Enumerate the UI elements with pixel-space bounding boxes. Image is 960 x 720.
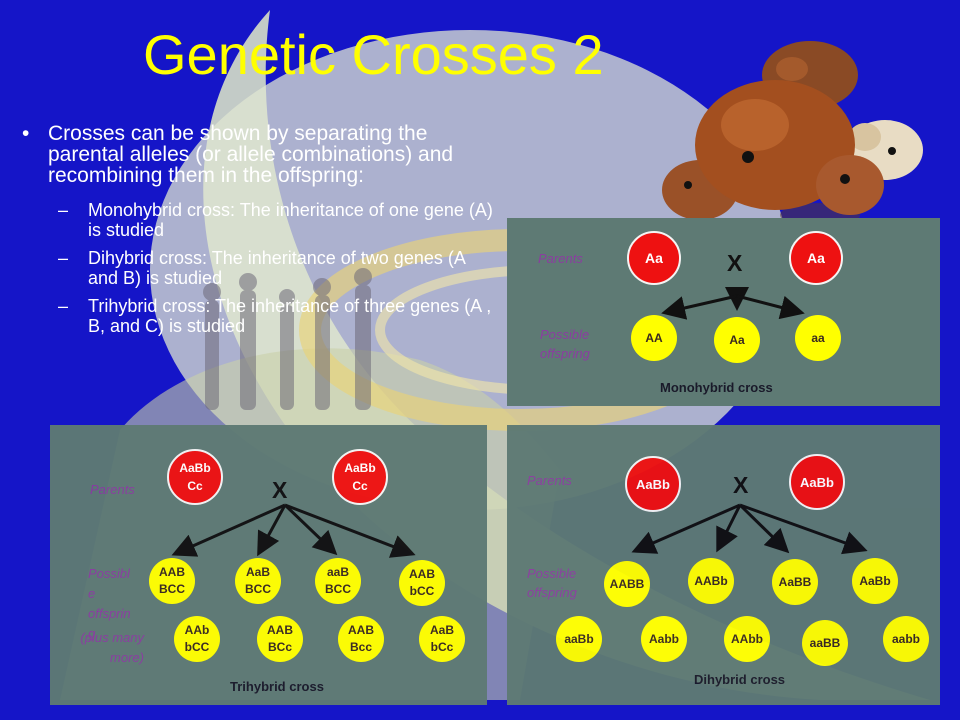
parent-circle: AaBb xyxy=(789,454,845,510)
bullet-main-text: Crosses can be shown by separating the p… xyxy=(48,122,454,187)
offspring-circle: aa xyxy=(795,315,841,361)
dihybrid-arrows xyxy=(631,503,868,555)
cross-x: X xyxy=(727,250,743,276)
offspring-circle: AAB BCC xyxy=(149,558,195,604)
offspring-circle: AaB bCc xyxy=(419,616,465,662)
parent-circle: Aa xyxy=(627,231,681,285)
cross-x: X xyxy=(272,477,288,503)
bullet-sub-dihybrid: – Dihybrid cross: The inheritance of two… xyxy=(22,248,497,288)
bullet-sub-text: Monohybrid cross: The inheritance of one… xyxy=(88,200,493,240)
monohybrid-arrows xyxy=(661,287,805,320)
guinea-pig-photo xyxy=(662,41,923,225)
parent-circle: AaBb Cc xyxy=(332,449,388,505)
cross-x: X xyxy=(733,472,749,498)
offspring-circle: aaB BCC xyxy=(315,558,361,604)
offspring-circle: AAbb xyxy=(724,616,770,662)
bullet-list: • Crosses can be shown by separating the… xyxy=(22,123,497,336)
parents-label: Parents xyxy=(527,473,572,488)
parent-circle: Aa xyxy=(789,231,843,285)
offspring-circle: AaB BCC xyxy=(235,558,281,604)
offspring-circle: AAB BCc xyxy=(257,616,303,662)
offspring-circle: AaBB xyxy=(772,559,818,605)
bullet-sub-trihybrid: – Trihybrid cross: The inheritance of th… xyxy=(22,296,497,336)
offspring-circle: AAB Bcc xyxy=(338,616,384,662)
monohybrid-panel: Parents Possible offspring Aa Aa X AA Aa… xyxy=(507,218,940,406)
dihybrid-panel: Parents Possible offspring AaBb AaBb X A… xyxy=(507,425,940,705)
bullet-main: • Crosses can be shown by separating the… xyxy=(22,123,497,186)
panel-caption: Trihybrid cross xyxy=(230,679,324,694)
offspring-circle: AA xyxy=(631,315,677,361)
parents-label: Parents xyxy=(538,251,583,266)
trihybrid-arrows xyxy=(171,503,416,558)
offspring-circle: AABB xyxy=(604,561,650,607)
parents-label: Parents xyxy=(90,482,135,497)
slide-title: Genetic Crosses 2 xyxy=(143,23,604,86)
trihybrid-panel: Parents Possibl e offsprin g (plus many … xyxy=(50,425,487,705)
dash-marker: – xyxy=(58,248,69,268)
offspring-circle: AaBb xyxy=(852,558,898,604)
offspring-circle: aabb xyxy=(883,616,929,662)
offspring-label: Possible offspring xyxy=(540,327,590,361)
offspring-circle: AABb xyxy=(688,558,734,604)
bullet-sub-monohybrid: – Monohybrid cross: The inheritance of o… xyxy=(22,200,497,240)
offspring-circle: Aa xyxy=(714,317,760,363)
offspring-circle: AAB bCC xyxy=(399,560,445,606)
dash-marker: – xyxy=(58,200,69,220)
parent-circle: AaBb Cc xyxy=(167,449,223,505)
dash-marker: – xyxy=(58,296,69,316)
offspring-label: Possible offspring xyxy=(527,566,577,600)
plus-more-label: (plus many more) xyxy=(80,630,144,665)
offspring-circle: aaBB xyxy=(802,620,848,666)
bullet-sub-text: Dihybrid cross: The inheritance of two g… xyxy=(88,248,465,288)
offspring-label: Possibl e offsprin g xyxy=(88,566,131,641)
bullet-dot: • xyxy=(22,122,30,145)
offspring-circle: Aabb xyxy=(641,616,687,662)
offspring-circle: aaBb xyxy=(556,616,602,662)
parent-circle: AaBb xyxy=(625,456,681,512)
panel-caption: Dihybrid cross xyxy=(694,672,786,687)
panel-caption: Monohybrid cross xyxy=(660,380,773,395)
offspring-circle: AAb bCC xyxy=(174,616,220,662)
bullet-sub-text: Trihybrid cross: The inheritance of thre… xyxy=(88,296,492,336)
